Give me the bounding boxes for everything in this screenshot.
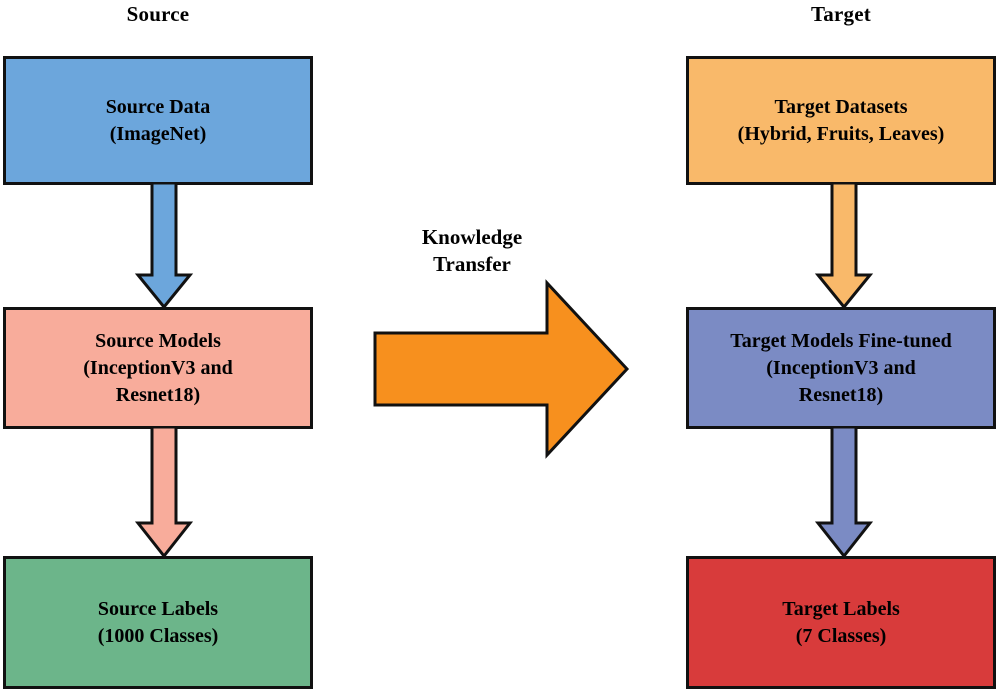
node-target-data-line1: Target Datasets (774, 95, 908, 118)
column-title-source: Source (126, 2, 190, 26)
node-source-models-line3: Resnet18) (115, 383, 201, 406)
arrow-target-data-to-target-models (814, 183, 874, 309)
node-source-labels-line2: (1000 Classes) (97, 624, 219, 647)
node-target-data: Target Datasets (Hybrid, Fruits, Leaves) (686, 56, 996, 185)
node-target-labels: Target Labels (7 Classes) (686, 556, 996, 689)
node-source-models-line2: (InceptionV3 and (83, 356, 233, 379)
knowledge-transfer-label-line2: Transfer (433, 252, 511, 276)
node-target-data-line2: (Hybrid, Fruits, Leaves) (737, 122, 945, 145)
node-source-labels: Source Labels (1000 Classes) (3, 556, 313, 689)
node-source-data-line1: Source Data (105, 95, 211, 118)
node-target-models-line1: Target Models Fine-tuned (730, 329, 952, 352)
node-source-labels-line1: Source Labels (97, 597, 219, 620)
knowledge-transfer-arrow-icon (373, 279, 630, 459)
node-target-labels-line2: (7 Classes) (795, 624, 887, 647)
arrow-source-models-to-source-labels (134, 427, 194, 558)
arrow-target-models-to-target-labels (814, 427, 874, 558)
node-source-data: Source Data (ImageNet) (3, 56, 313, 185)
node-target-labels-line1: Target Labels (782, 597, 900, 620)
arrow-source-data-to-source-models (134, 183, 194, 309)
node-target-models-line3: Resnet18) (798, 383, 884, 406)
knowledge-transfer-label: Knowledge Transfer (372, 224, 572, 278)
column-title-target: Target (811, 2, 871, 26)
node-source-data-line2: (ImageNet) (109, 122, 207, 145)
knowledge-transfer-label-line1: Knowledge (421, 225, 523, 249)
node-target-models: Target Models Fine-tuned (InceptionV3 an… (686, 307, 996, 429)
node-source-models: Source Models (InceptionV3 and Resnet18) (3, 307, 313, 429)
node-target-models-line2: (InceptionV3 and (766, 356, 916, 379)
node-source-models-line1: Source Models (95, 329, 221, 352)
